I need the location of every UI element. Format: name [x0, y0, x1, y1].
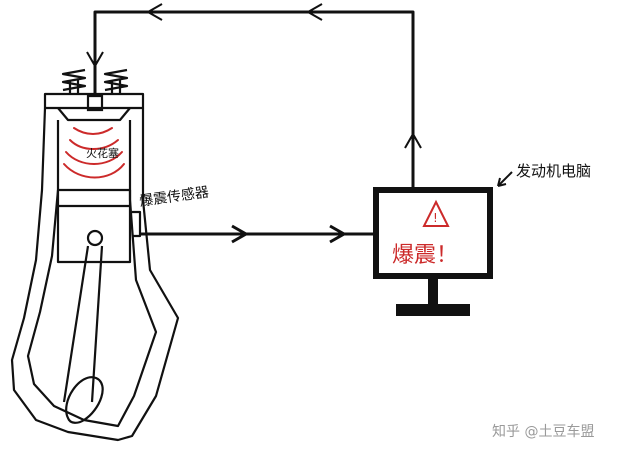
warning-icon	[422, 199, 450, 227]
spark-plug	[86, 94, 104, 112]
feedback-wire	[93, 10, 415, 190]
feedback-arrows	[86, 3, 422, 149]
pointer-arrow-icon	[497, 177, 507, 187]
monitor-stand	[428, 278, 438, 304]
crankshaft	[65, 376, 104, 424]
cylinder-wall-inner	[26, 120, 158, 428]
arrow-right-icon-2	[329, 224, 348, 244]
monitor-screen	[373, 187, 493, 279]
monitor-base	[396, 304, 470, 316]
signal-arrows	[231, 224, 348, 244]
ecu-monitor: ! 爆震！	[373, 187, 493, 316]
spark-plug-body	[86, 94, 104, 112]
piston	[56, 188, 132, 264]
arrow-up-icon	[404, 131, 422, 149]
knock-waves	[63, 127, 125, 179]
watermark: 知乎 @土豆车盟	[492, 423, 594, 440]
warning-glyph: !	[433, 211, 438, 225]
knock-sensor-body	[132, 210, 142, 238]
arrow-left-icon-1	[305, 3, 323, 21]
arrow-left-icon-2	[145, 3, 163, 21]
cylinder-wall-outer	[10, 107, 180, 442]
valve-spring-right	[103, 68, 129, 92]
arrow-right-icon-1	[231, 224, 250, 244]
knock-warning-text: 爆震！	[392, 243, 458, 268]
ecu-pointer	[497, 171, 513, 187]
arrow-down-icon	[86, 51, 104, 69]
connecting-rod	[62, 245, 104, 403]
ecu-label: 发动机电脑	[516, 162, 591, 180]
spark-plug-label: 火花塞	[86, 146, 119, 160]
combustion-chamber	[57, 107, 131, 122]
engine-cylinder	[10, 68, 180, 442]
piston-pin	[86, 229, 104, 247]
knock-sensor-label: 爆震传感器	[138, 183, 210, 210]
valve-spring-left	[61, 68, 87, 92]
